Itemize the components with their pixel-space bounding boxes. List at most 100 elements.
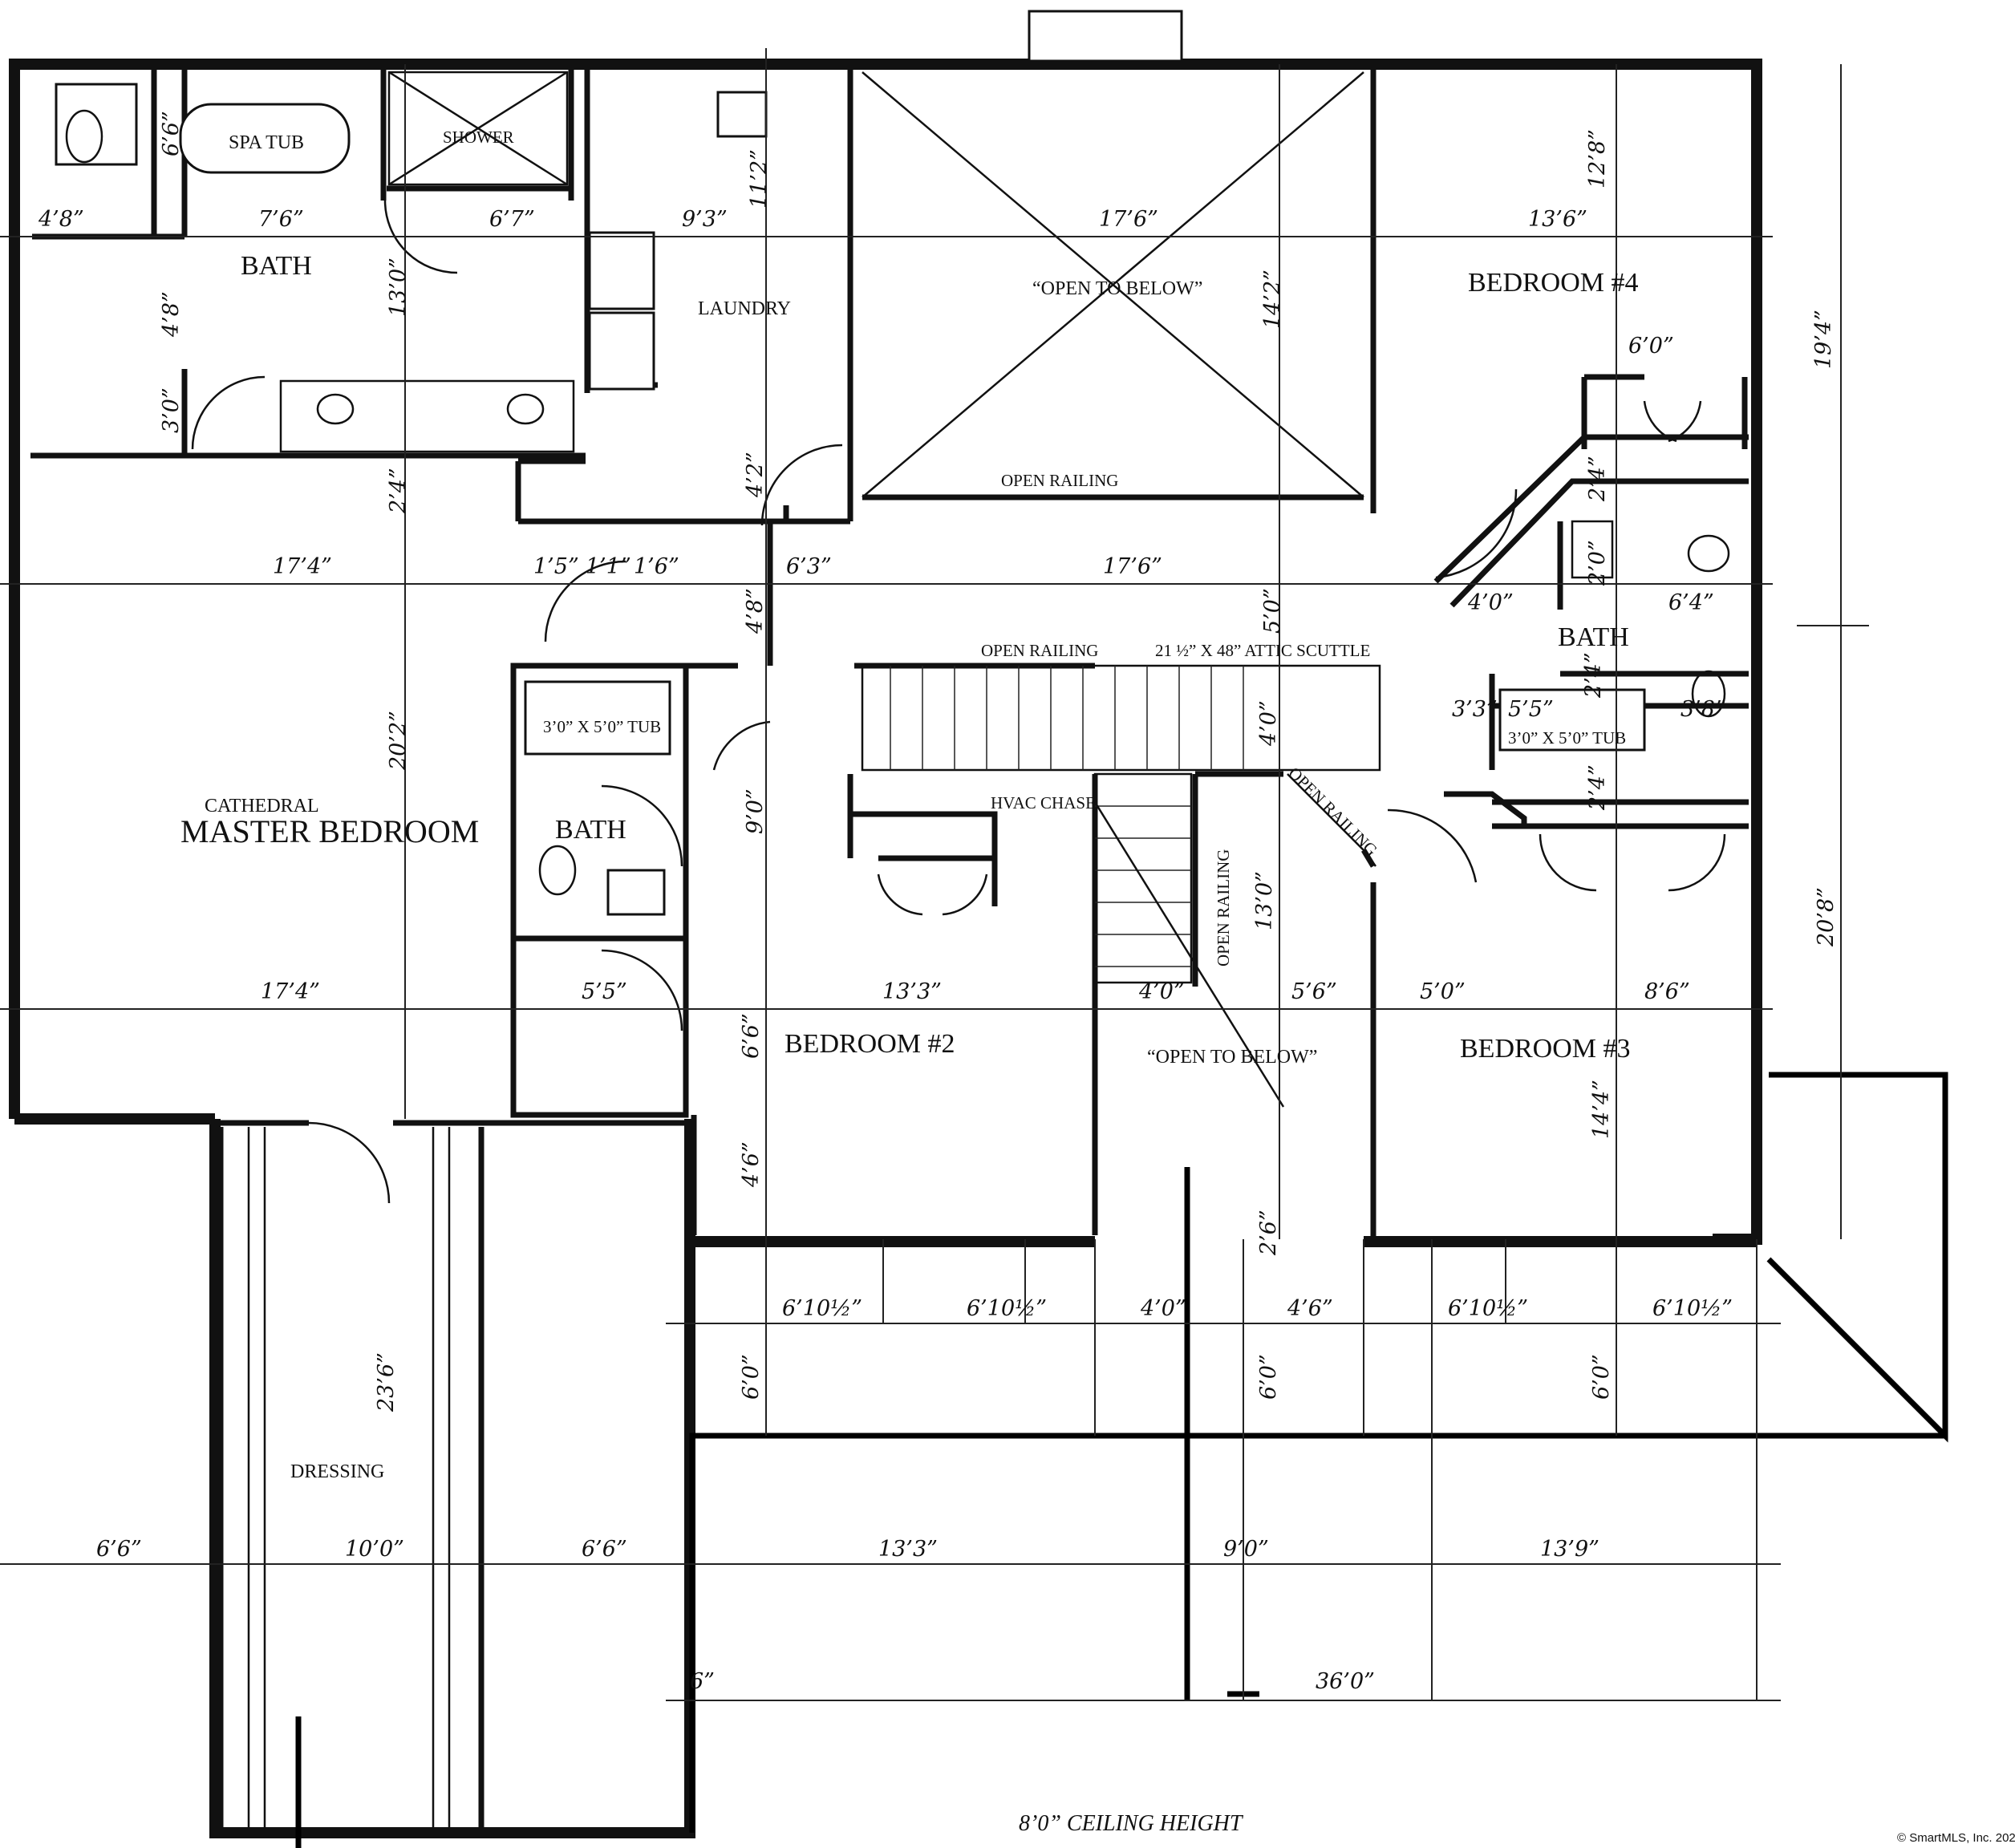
dim-label: 5’5” [582, 979, 627, 1004]
dim-label: 13’3” [878, 1537, 938, 1562]
tub-mid [524, 680, 671, 756]
dim-label: 6’0” [739, 1354, 764, 1400]
dim-label: 8’6” [1644, 979, 1690, 1004]
dimension-labels: 6’6” 4’8” 7’6” 6’7” 9’3” 11’2” 17’6” 13’… [38, 111, 1839, 1694]
label-open-railing-stair: OPEN RAILING [981, 641, 1098, 660]
vanity [279, 379, 575, 453]
dim-label: 9’0” [1223, 1537, 1269, 1562]
dim-label: 17’6” [1099, 207, 1158, 232]
dim-label: 9’3” [682, 207, 728, 232]
dim-label: 36’0” [1316, 1669, 1375, 1694]
label-tub-right: 3’0” X 5’0” TUB [1508, 728, 1626, 748]
sink-right [506, 393, 545, 425]
toilet-right [1691, 670, 1726, 718]
laundry-sink [716, 91, 768, 138]
dim-label: 20’2” [386, 711, 411, 771]
dim-label: 6’3” [786, 554, 832, 579]
dim-label: 6’10½” [967, 1296, 1047, 1321]
label-master-bedroom: MASTER BEDROOM [180, 813, 479, 849]
dim-label: 12’8” [1585, 129, 1610, 188]
dim-label: 6’0” [1628, 334, 1674, 359]
porch-outline [295, 1072, 1948, 1848]
dim-label: 6’6” [96, 1537, 142, 1562]
label-hvac-chase: HVAC CHASE [991, 793, 1096, 813]
dim-label: 6’6” [159, 111, 184, 156]
label-tub-mid: 3’0” X 5’0” TUB [543, 717, 661, 736]
dim-label: 5’0” [1420, 979, 1466, 1004]
dim-label: 6” [690, 1669, 715, 1694]
dim-label: 5’5” [1508, 697, 1554, 722]
dim-label: 4’8” [743, 588, 768, 634]
label-bedroom-3: BEDROOM #3 [1460, 1034, 1631, 1064]
dim-label: 4’8” [159, 291, 184, 338]
bath-mid-outline [510, 663, 689, 1118]
dim-label: 1’1” [586, 554, 631, 579]
dim-label: 6’10½” [1448, 1296, 1528, 1321]
sink-right-bath [1687, 534, 1730, 573]
label-open-to-below-mid: “OPEN TO BELOW” [1147, 1047, 1317, 1068]
label-open-railing-top: OPEN RAILING [1001, 471, 1118, 490]
label-bath-mid: BATH [555, 815, 626, 845]
label-laundry: LAUNDRY [698, 298, 791, 319]
label-open-railing-vert: OPEN RAILING [1214, 849, 1233, 967]
sink-left [316, 393, 355, 425]
label-shower: SHOWER [443, 128, 514, 147]
label-open-railing-diag: OPEN RAILING [1284, 764, 1380, 860]
label-cathedral: CATHEDRAL [205, 796, 319, 817]
label-dressing: DRESSING [290, 1461, 384, 1482]
dimension-lines [0, 48, 1869, 1701]
dim-label: 6’10½” [782, 1296, 862, 1321]
dim-label: 17’4” [273, 554, 332, 579]
dim-label: 13’0” [1252, 871, 1277, 930]
dim-label: 6’6” [582, 1537, 627, 1562]
dim-label: 4’0” [1140, 1296, 1186, 1321]
dim-label: 17’6” [1103, 554, 1162, 579]
dim-label: 5’0” [1260, 588, 1285, 634]
copyright: © SmartMLS, Inc. 2025 [1897, 1831, 2015, 1845]
dim-label: 10’0” [345, 1537, 404, 1562]
dim-label: 3’3” [1452, 697, 1498, 722]
dim-label: 14’4” [1589, 1080, 1614, 1139]
dim-label: 4’0” [1256, 700, 1281, 747]
shower-stall [387, 71, 569, 186]
dim-label: 4’0” [1138, 979, 1185, 1004]
dim-label: 2’0” [1585, 540, 1610, 586]
dryer [588, 311, 655, 391]
stairs [861, 664, 1381, 1108]
dim-label: 4’0” [1467, 590, 1514, 615]
dim-label: 4’8” [38, 207, 84, 232]
ceiling-height-note: 8’0” CEILING HEIGHT [1019, 1811, 1244, 1836]
dim-label: 17’4” [261, 979, 320, 1004]
dim-label: 9’0” [743, 788, 768, 834]
dim-label: 4’6” [739, 1141, 764, 1188]
tub-right [1498, 688, 1646, 752]
dim-label: 1’6” [634, 554, 679, 579]
dim-label: 3’0” [159, 387, 184, 433]
label-bedroom-2: BEDROOM #2 [785, 1029, 955, 1059]
dim-label: 2’6” [1256, 1210, 1281, 1256]
dim-label: 2’4” [386, 468, 411, 514]
dim-label: 14’2” [1260, 270, 1285, 329]
dim-label: 6’6” [739, 1013, 764, 1059]
dim-label: 19’4” [1811, 310, 1836, 369]
fixtures [55, 71, 1730, 916]
label-bath-right: BATH [1558, 622, 1629, 652]
label-open-to-below-top: “OPEN TO BELOW” [1032, 278, 1202, 299]
vanity-right [1571, 520, 1614, 579]
exterior-walls [9, 10, 1762, 1838]
door-swings [191, 200, 1726, 1204]
dim-label: 6’0” [1589, 1354, 1614, 1400]
dim-label: 11’2” [747, 149, 772, 209]
dim-label: 7’6” [258, 207, 304, 232]
washer [588, 231, 655, 310]
toilet-mid [538, 845, 577, 896]
dim-label: 6’7” [489, 207, 535, 232]
spa-tub [179, 103, 351, 174]
dressing-shelving [215, 1120, 690, 1829]
dim-label: 2’4” [1581, 652, 1606, 699]
label-master-bath: BATH [241, 251, 312, 281]
dim-label: 4’2” [743, 452, 768, 498]
label-bedroom-4: BEDROOM #4 [1468, 268, 1639, 298]
dim-label: 13’3” [882, 979, 942, 1004]
